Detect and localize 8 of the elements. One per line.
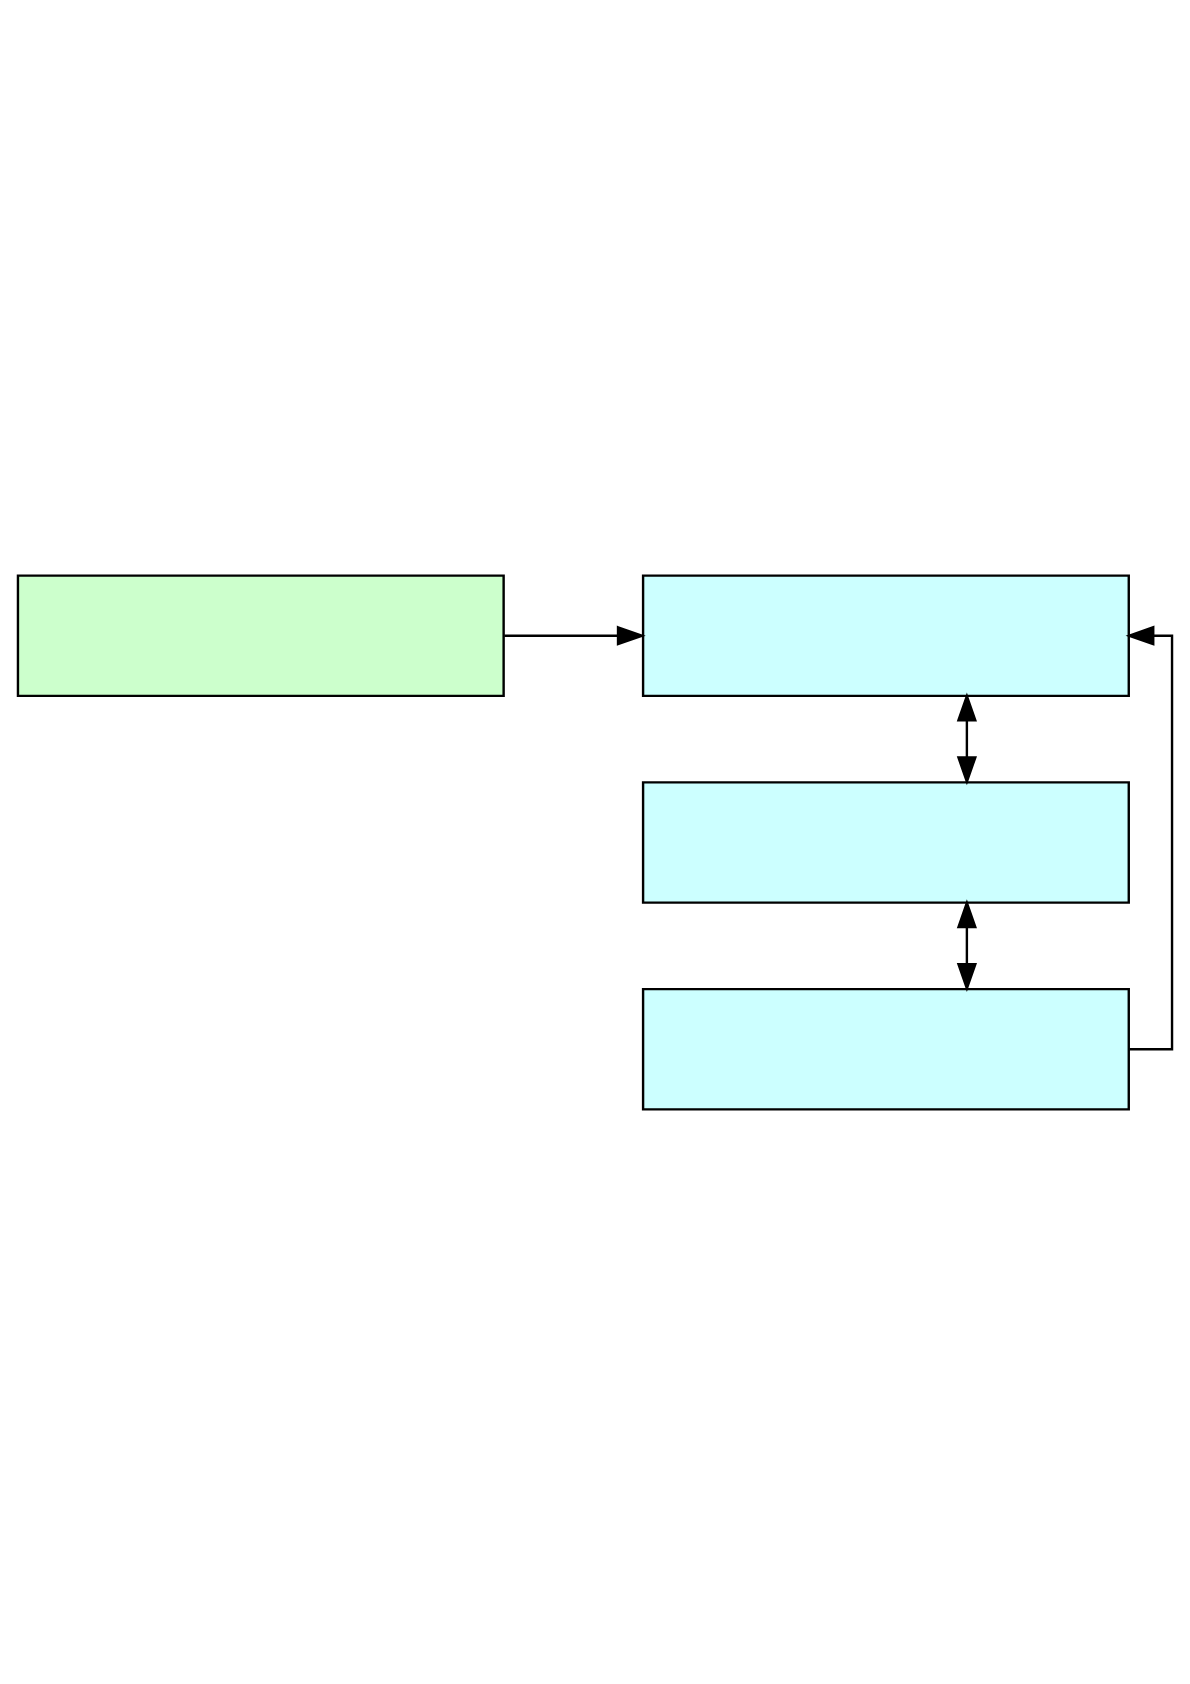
node-box [641,780,1130,904]
arrow [504,625,646,646]
arrow [956,692,977,785]
arrow [1125,625,1174,1050]
arrow [956,898,977,992]
node-box [641,987,1130,1111]
node-box [16,573,505,697]
node-box [641,573,1130,697]
